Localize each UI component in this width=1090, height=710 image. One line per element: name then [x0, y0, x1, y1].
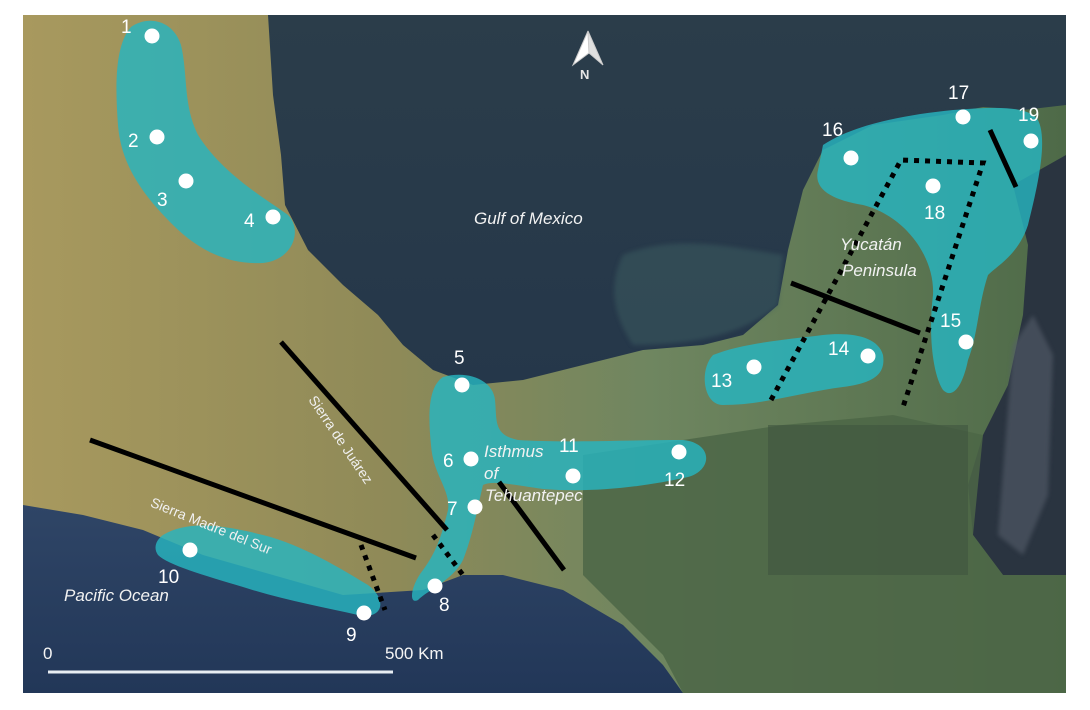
site-marker-11 [565, 468, 581, 484]
barrier-yucatan-west [790, 280, 921, 336]
site-marker-8 [427, 578, 443, 594]
site-label-6: 6 [443, 451, 454, 472]
barrier-sierra-madre [89, 437, 417, 561]
region-sites-15-19 [817, 107, 1043, 394]
pacific-ocean-label: Pacific Ocean [64, 586, 169, 605]
gulf-of-mexico-label: Gulf of Mexico [474, 209, 583, 228]
site-label-5: 5 [454, 348, 465, 369]
site-label-13: 13 [711, 371, 733, 392]
site-label-15: 15 [940, 311, 962, 332]
site-label-19: 19 [1018, 105, 1040, 126]
site-label-18: 18 [924, 203, 946, 224]
site-marker-15 [958, 334, 974, 350]
yucatan-label-line2: Peninsula [842, 261, 917, 280]
north-label: N [580, 67, 590, 82]
site-label-11: 11 [559, 436, 579, 457]
isthmus-label-line3: Tehuantepec [485, 486, 583, 505]
site-marker-5 [454, 377, 470, 393]
barrier-sierra-juarez [279, 340, 449, 532]
site-label-7: 7 [447, 499, 458, 520]
gulf-of-mexico-water [268, 15, 1066, 385]
site-marker-7 [467, 499, 483, 515]
site-markers [144, 28, 1039, 621]
site-marker-12 [671, 444, 687, 460]
site-label-9: 9 [346, 625, 357, 646]
barrier-yucatan-east [987, 128, 1019, 189]
dotted-boundaries [358, 157, 987, 611]
scale-start-label: 0 [43, 644, 53, 663]
north-arrow-icon [571, 30, 604, 67]
site-marker-10 [182, 542, 198, 558]
site-label-3: 3 [157, 190, 168, 211]
site-marker-13 [746, 359, 762, 375]
map-graphics [23, 15, 1066, 693]
region-sites-9-10 [155, 525, 381, 616]
isthmus-label-line1: Isthmus [484, 442, 544, 461]
region-sites-13-14 [704, 334, 884, 405]
site-label-12: 12 [664, 470, 686, 491]
dotted-isthmus [431, 533, 465, 577]
site-label-2: 2 [128, 131, 139, 152]
site-label-14: 14 [828, 339, 850, 360]
site-marker-16 [843, 150, 859, 166]
barrier-tehuantepec [496, 480, 567, 572]
site-marker-6 [463, 451, 479, 467]
site-marker-19 [1023, 133, 1039, 149]
dotted-yucatan [768, 157, 987, 408]
site-label-8: 8 [439, 595, 450, 616]
site-label-10: 10 [158, 567, 180, 588]
scale-end-label: 500 Km [385, 644, 444, 663]
barrier-lines [89, 128, 1019, 572]
site-marker-17 [955, 109, 971, 125]
site-marker-9 [356, 605, 372, 621]
site-label-1: 1 [121, 17, 132, 38]
dotted-sierra-madre [358, 544, 388, 611]
region-sites-1-4 [116, 20, 295, 264]
site-marker-18 [925, 178, 941, 194]
satellite-map: N Gulf of Mexico Yucatán Peninsula Isthm… [23, 15, 1066, 693]
site-marker-2 [149, 129, 165, 145]
yucatan-label-line1: Yucatán [840, 235, 902, 254]
isthmus-label-line2: of [484, 464, 499, 483]
site-marker-3 [178, 173, 194, 189]
highlighted-regions [116, 20, 1043, 616]
site-marker-4 [265, 209, 281, 225]
region-sites-5-12 [411, 374, 707, 601]
site-marker-1 [144, 28, 160, 44]
site-label-16: 16 [822, 120, 844, 141]
site-label-4: 4 [244, 211, 255, 232]
site-marker-14 [860, 348, 876, 364]
site-label-17: 17 [948, 83, 970, 104]
